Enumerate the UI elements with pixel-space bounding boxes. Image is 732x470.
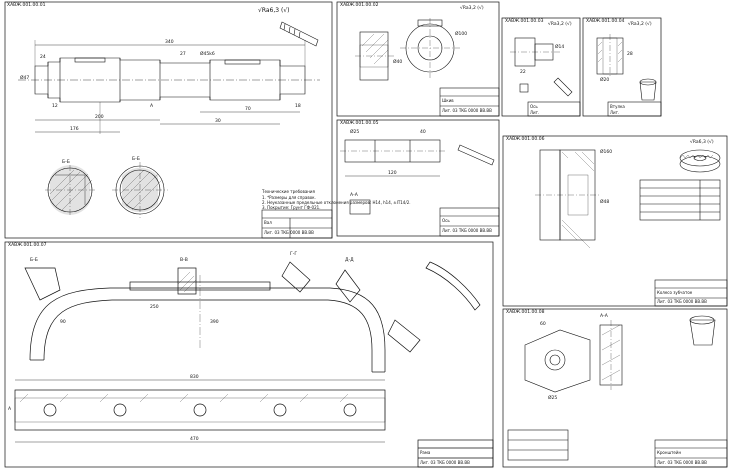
dim-shaft-176: 176 <box>70 127 79 132</box>
dim-axle-40: 40 <box>420 130 426 135</box>
dim-frame-390: 390 <box>210 320 219 325</box>
section-label-bracket: А-А <box>600 314 608 319</box>
titleblock-axle-title: Ось <box>442 218 450 223</box>
dim-small2-dia: Ø20 <box>600 78 610 83</box>
titleblock-small1-stamp: Лит. <box>530 110 540 115</box>
dim-shaft-12: 12 <box>52 104 58 109</box>
sheet-code-axle: ХАВЖ.001.00.05 <box>340 121 379 126</box>
sheet-code-bracket: ХАВЖ.001.00.08 <box>506 310 545 315</box>
titleblock-bracket-title: Кронштейн <box>657 450 682 455</box>
sheet-frame-gear <box>502 135 728 307</box>
roughness-small2: √Ra3,2 (√) <box>628 22 652 27</box>
dim-shaft-d45: Ø45k6 <box>200 52 215 57</box>
small2-drawing <box>596 34 662 117</box>
section-label-axle: А-А <box>350 193 358 198</box>
dim-shaft-18: 18 <box>295 104 301 109</box>
dim-shaft-24: 24 <box>40 55 46 60</box>
sheet-frame-shaft <box>4 1 333 239</box>
titleblock-gear-stamp: Лит. 03 ТКБ 0000 ВВ.ВВ <box>657 299 707 304</box>
note-3: 3. Покрытие: Грунт ГФ-021. <box>262 205 321 210</box>
dim-frame-250: 250 <box>150 305 159 310</box>
shaft-drawing <box>18 21 333 239</box>
notes-heading: Технические требования <box>262 189 315 194</box>
sheet-code-shaft: ХАВЖ.001.00.01 <box>7 3 46 8</box>
sheet-code-flange: ХАВЖ.001.00.02 <box>340 3 379 8</box>
dim-shaft-overall: 340 <box>165 40 174 45</box>
dim-axle-length: 120 <box>388 171 397 176</box>
titleblock-gear-title: Колесо зубчатое <box>657 290 693 295</box>
dim-gear-bore: Ø48 <box>600 200 610 205</box>
flange-drawing <box>355 18 500 117</box>
dim-small1-length: 22 <box>520 70 526 75</box>
dim-gear-od: Ø160 <box>600 150 613 155</box>
bracket-drawing <box>507 315 728 468</box>
dim-bracket-dia: Ø25 <box>548 396 558 401</box>
note-1: 1. *Размеры для справок. <box>262 195 316 200</box>
dim-small1-dia: Ø14 <box>555 45 565 50</box>
dim-shaft-A: А <box>150 104 154 109</box>
roughness-shaft: √Ra6,3 (√) <box>258 7 290 14</box>
dim-bracket-60: 60 <box>540 322 546 327</box>
sheet-frame-frame <box>4 241 494 468</box>
roughness-gear: √Ra6,3 (√) <box>690 140 714 145</box>
titleblock-bracket-stamp: Лит. 03 ТКБ 0000 ВВ.ВВ <box>657 460 707 465</box>
titleblock-shaft-stamp: Лит. 03 ТКБ 0000 ВВ.ВВ <box>264 230 314 235</box>
titleblock-axle-stamp: Лит. 03 ТКБ 0000 ВВ.ВВ <box>442 228 492 233</box>
sheet-code-frame: ХАВЖ.001.00.07 <box>8 243 47 248</box>
titleblock-small1-title: Ось <box>530 104 538 109</box>
section-label-frame-4: Д-Д <box>345 258 354 263</box>
roughness-small1: √Ra3,2 (√) <box>548 22 572 27</box>
dim-flange-od: Ø100 <box>455 32 468 37</box>
dim-frame-A: А <box>8 407 12 412</box>
dim-shaft-d47: Ø47 <box>20 76 30 81</box>
section-label-1: Б-Б <box>62 160 70 165</box>
small1-drawing <box>510 37 581 117</box>
gear-drawing <box>535 149 728 307</box>
axle-drawing <box>340 139 500 237</box>
section-label-frame-2: В-В <box>180 258 188 263</box>
titleblock-small2-title: Втулка <box>610 104 625 109</box>
sheet-frame-small2 <box>582 17 662 117</box>
sheet-code-gear: ХАВЖ.001.00.06 <box>506 137 545 142</box>
section-label-frame-1: Б-Б <box>30 258 38 263</box>
dim-shaft-27: 27 <box>180 52 186 57</box>
dim-frame-90: 90 <box>60 320 66 325</box>
sheet-frame-axle <box>336 119 500 237</box>
sheet-frame-flange <box>336 1 500 117</box>
dim-shaft-70: 70 <box>245 107 251 112</box>
sheet-frame-small1 <box>501 17 581 117</box>
sheet-frame-bracket <box>502 308 728 468</box>
note-2: 2. Неуказанные предельные отклонения раз… <box>262 200 411 205</box>
titleblock-frame-stamp: Лит. 03 ТКБ 0000 ВВ.ВВ <box>420 460 470 465</box>
frame-drawing <box>14 261 494 468</box>
section-label-frame-3: Г-Г <box>290 252 298 257</box>
dim-flange-bore: Ø40 <box>393 60 403 65</box>
titleblock-frame-title: Рама <box>420 450 431 455</box>
roughness-flange: √Ra3,2 (√) <box>460 6 484 11</box>
dim-small2-length: 28 <box>627 52 633 57</box>
dim-shaft-30: 30 <box>215 119 221 124</box>
dim-shaft-200: 200 <box>95 115 104 120</box>
titleblock-small2-stamp: Лит. <box>610 110 620 115</box>
titleblock-flange-title: Шкив <box>442 98 454 103</box>
titleblock-shaft-title: Вал <box>264 220 272 225</box>
dim-axle-dia: Ø25 <box>350 130 360 135</box>
sheet-code-small1: ХАВЖ.001.00.03 <box>505 19 544 24</box>
dim-frame-overall: 830 <box>190 375 199 380</box>
dim-frame-470: 470 <box>190 437 199 442</box>
sheet-code-small2: ХАВЖ.001.00.04 <box>586 19 625 24</box>
titleblock-flange-stamp: Лит. 03 ТКБ 0000 ВВ.ВВ <box>442 108 492 113</box>
section-label-2: Б-Б <box>132 157 140 162</box>
